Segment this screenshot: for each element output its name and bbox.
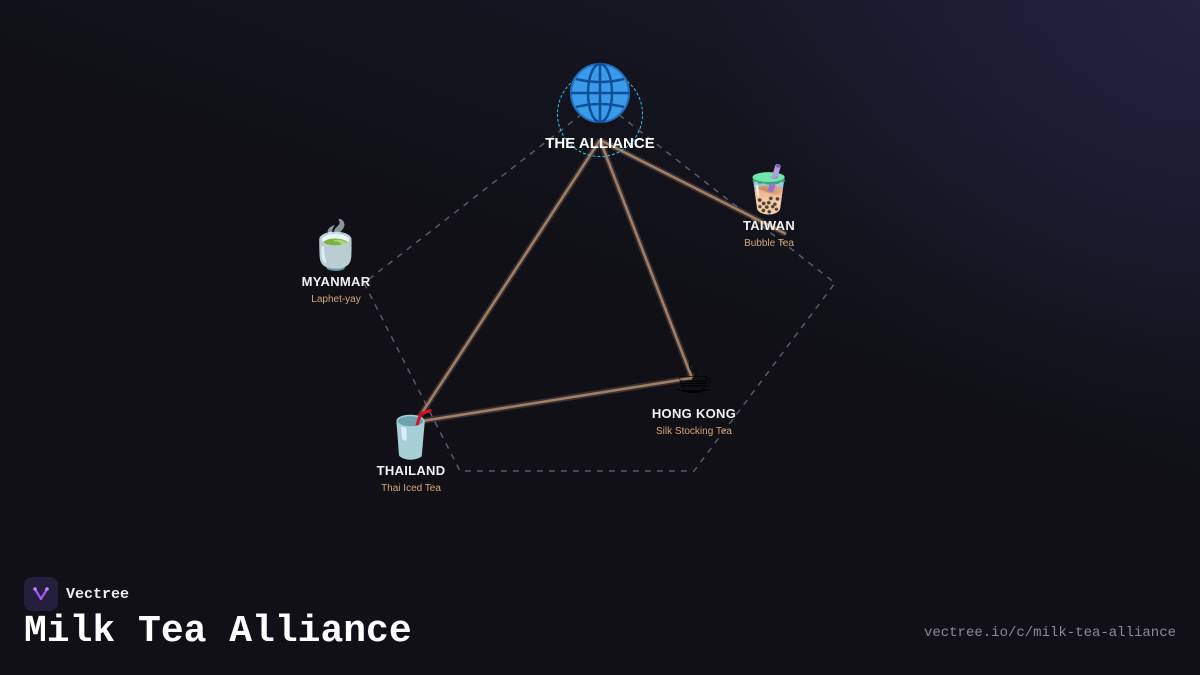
center-node[interactable]: THE ALLIANCE: [545, 62, 655, 157]
green-tea-cup-icon: 🍵: [307, 219, 365, 271]
node-name: THAILAND: [376, 463, 446, 478]
node-myanmar[interactable]: 🍵 MYANMAR Laphet-yay: [302, 222, 371, 305]
brand-name: Vectree: [66, 585, 130, 603]
connection-line: [599, 138, 787, 236]
connection-line: [598, 139, 694, 379]
node-drink: Laphet-yay: [311, 294, 361, 305]
node-name: TAIWAN: [742, 218, 796, 233]
pentagon-outline: [363, 99, 837, 472]
node-hong-kong[interactable]: ☕ HONG KONG Silk Stocking Tea: [652, 354, 736, 437]
node-drink: Silk Stocking Tea: [656, 426, 732, 437]
connection-lines: [413, 137, 788, 425]
globe-icon: [557, 62, 643, 157]
bubble-tea-icon: 🧋: [740, 163, 798, 215]
vectree-logo-icon: [24, 577, 58, 611]
node-name: MYANMAR: [301, 274, 371, 289]
page-title: Milk Tea Alliance: [24, 610, 412, 653]
node-taiwan[interactable]: 🧋 TAIWAN Bubble Tea: [740, 166, 797, 249]
source-url[interactable]: vectree.io/c/milk-tea-alliance: [923, 625, 1176, 641]
hot-beverage-icon: ☕: [673, 351, 715, 403]
connection-line: [414, 139, 602, 423]
connection-line: [415, 376, 693, 424]
node-drink: Bubble Tea: [744, 238, 794, 249]
node-name: HONG KONG: [651, 406, 737, 421]
node-drink: Thai Iced Tea: [381, 483, 441, 494]
node-thailand[interactable]: 🥤 THAILAND Thai Iced Tea: [377, 411, 446, 494]
center-label: THE ALLIANCE: [545, 135, 655, 152]
brand[interactable]: Vectree: [24, 577, 129, 611]
cup-with-straw-icon: 🥤: [382, 408, 440, 460]
